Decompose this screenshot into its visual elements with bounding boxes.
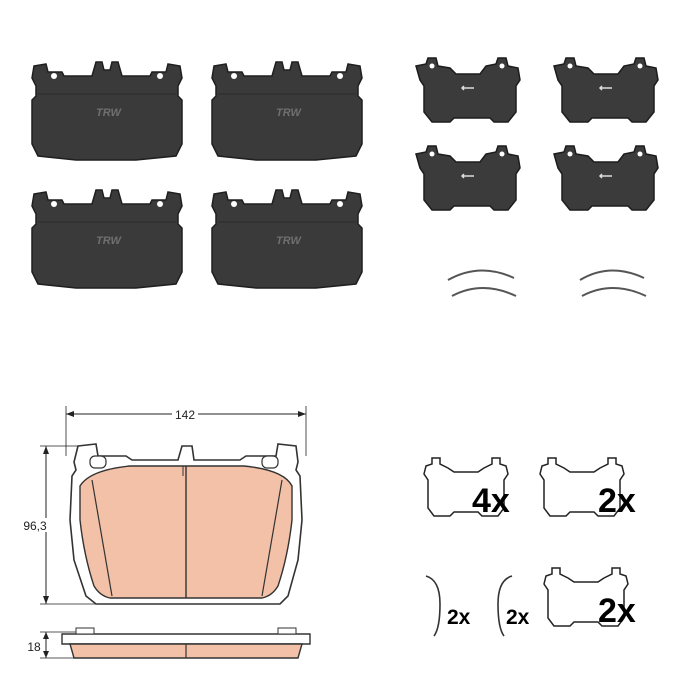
brand-logo: TRW — [276, 235, 302, 247]
shim-photo-4 — [553, 145, 659, 211]
shim-back-quantity: 2x — [598, 482, 636, 520]
spring-icon-left — [425, 575, 441, 637]
brand-logo: TRW — [96, 107, 122, 119]
technical-drawing: 142 96,3 18 — [22, 406, 311, 659]
spring-photo-2 — [579, 269, 647, 297]
shim-third-quantity: 2x — [598, 592, 636, 630]
brand-logo: TRW — [276, 107, 302, 119]
brake-pad-photo-4: TRW — [211, 189, 363, 289]
spring-photo-1 — [447, 269, 517, 297]
brake-pad-photo-1: TRW — [31, 61, 183, 161]
thickness-label: 18 — [27, 640, 41, 654]
shim-front-quantity: 4x — [472, 482, 510, 520]
spring-right-quantity: 2x — [506, 606, 530, 629]
brake-pad-photo-3: TRW — [31, 189, 183, 289]
height-label: 96,3 — [23, 519, 47, 533]
shim-photo-3 — [415, 145, 521, 211]
brand-logo: TRW — [96, 235, 122, 247]
spring-icon-right — [497, 575, 513, 637]
brake-pad-photo-2: TRW — [211, 61, 363, 161]
side-view-plate — [61, 633, 311, 645]
shim-photo-2 — [553, 57, 659, 123]
spring-left-quantity: 2x — [447, 606, 471, 629]
width-label: 142 — [175, 408, 195, 422]
shim-photo-1 — [415, 57, 521, 123]
